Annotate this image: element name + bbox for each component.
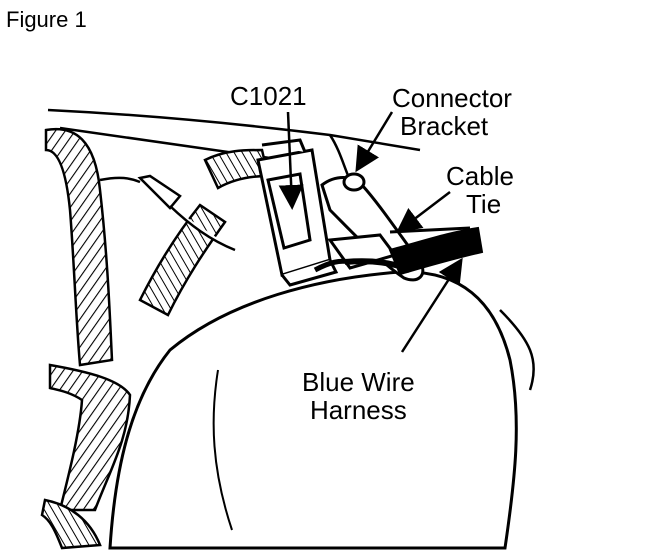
label-blue-wire-line1: Blue Wire — [302, 367, 415, 397]
label-blue-wire-harness: Blue Wire Harness — [302, 368, 415, 424]
corrugated-loom-bottom — [40, 498, 102, 550]
arrow-blue-wire-harness — [400, 257, 463, 353]
figure-title: Figure 1 — [6, 7, 87, 32]
label-connector-bracket: Connector Bracket — [392, 84, 512, 140]
blue-wire-harness — [388, 226, 484, 276]
corrugated-loom-diagonal — [138, 203, 227, 317]
label-cable-tie-line2: Tie — [466, 189, 502, 219]
arrow-cable-tie — [396, 191, 451, 234]
connector-c1021 — [256, 138, 339, 287]
label-connector-bracket-line2: Bracket — [400, 111, 489, 141]
component-body — [108, 270, 518, 550]
label-cable-tie: Cable Tie — [446, 162, 514, 218]
corrugated-loom-lower — [48, 363, 132, 512]
label-cable-tie-line1: Cable — [446, 161, 514, 191]
label-c1021: C1021 — [230, 81, 307, 111]
arrow-connector-bracket — [355, 111, 394, 173]
label-connector-bracket-line1: Connector — [392, 83, 512, 113]
corrugated-loom-left — [44, 127, 114, 367]
label-blue-wire-line2: Harness — [309, 395, 407, 425]
inline-connector-left — [99, 174, 236, 252]
leader-arrows — [278, 111, 463, 353]
arrow-c1021 — [278, 111, 304, 210]
